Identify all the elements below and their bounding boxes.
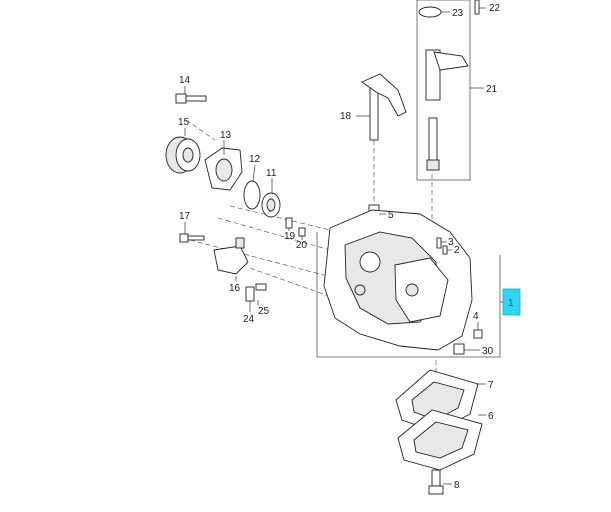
callout-19: 19 (284, 231, 296, 242)
callout-13: 13 (220, 130, 232, 141)
part-3-pin (436, 237, 442, 249)
part-1-transmission-housing (323, 209, 473, 351)
speedometer-group-frame (416, 0, 471, 181)
callout-1-highlight-box[interactable] (502, 288, 521, 316)
main-housing-frame (316, 232, 501, 358)
callout-15: 15 (178, 117, 190, 128)
callout-24: 24 (243, 314, 255, 325)
alignment-line (189, 239, 336, 279)
part-20-plug (298, 227, 306, 237)
callout-21: 21 (486, 84, 498, 95)
part-6-cover (397, 409, 483, 471)
callout-17: 17 (179, 211, 191, 222)
callout-11: 11 (266, 168, 277, 179)
part-4-bolt (473, 329, 483, 339)
part-8-bolt (428, 469, 444, 495)
part-11-seal (261, 192, 281, 218)
callout-6: 6 (488, 411, 494, 422)
alignment-line (185, 119, 216, 141)
callout-5: 5 (388, 210, 394, 221)
part-16-bracket (213, 237, 249, 275)
callout-7: 7 (488, 380, 494, 391)
callout-20: 20 (296, 240, 308, 251)
part-14-bolt (175, 93, 207, 104)
part-21-speedometer-gear (425, 49, 469, 171)
part-7-gasket (395, 369, 479, 433)
part-22-pin (474, 0, 480, 15)
callout-30: 30 (482, 346, 494, 357)
part-24-sensor (245, 283, 267, 302)
callout-1[interactable]: 1 (508, 298, 514, 309)
callout-23: 23 (452, 8, 464, 19)
callout-2: 2 (454, 245, 460, 256)
part-19-plug (285, 217, 293, 229)
callout-22: 22 (489, 3, 501, 14)
callout-16: 16 (229, 283, 241, 294)
part-2-pin (442, 245, 448, 255)
part-18-shift-lever (361, 73, 407, 141)
callout-4: 4 (473, 311, 479, 322)
callout-8: 8 (454, 480, 460, 491)
callout-18: 18 (340, 111, 352, 122)
part-23-o-ring (418, 6, 442, 18)
callout-25: 25 (258, 306, 270, 317)
part-13-flange (204, 147, 243, 191)
part-15-bearing (165, 136, 201, 174)
part-30-plug (453, 343, 465, 355)
alignment-line (217, 217, 373, 263)
callout-1-highlight[interactable]: 1 (502, 288, 521, 316)
part-17-bolt (179, 233, 205, 243)
callout-12: 12 (249, 154, 261, 165)
callout-14: 14 (179, 75, 191, 86)
part-12-ring (243, 180, 261, 210)
callout-3: 3 (448, 237, 454, 248)
